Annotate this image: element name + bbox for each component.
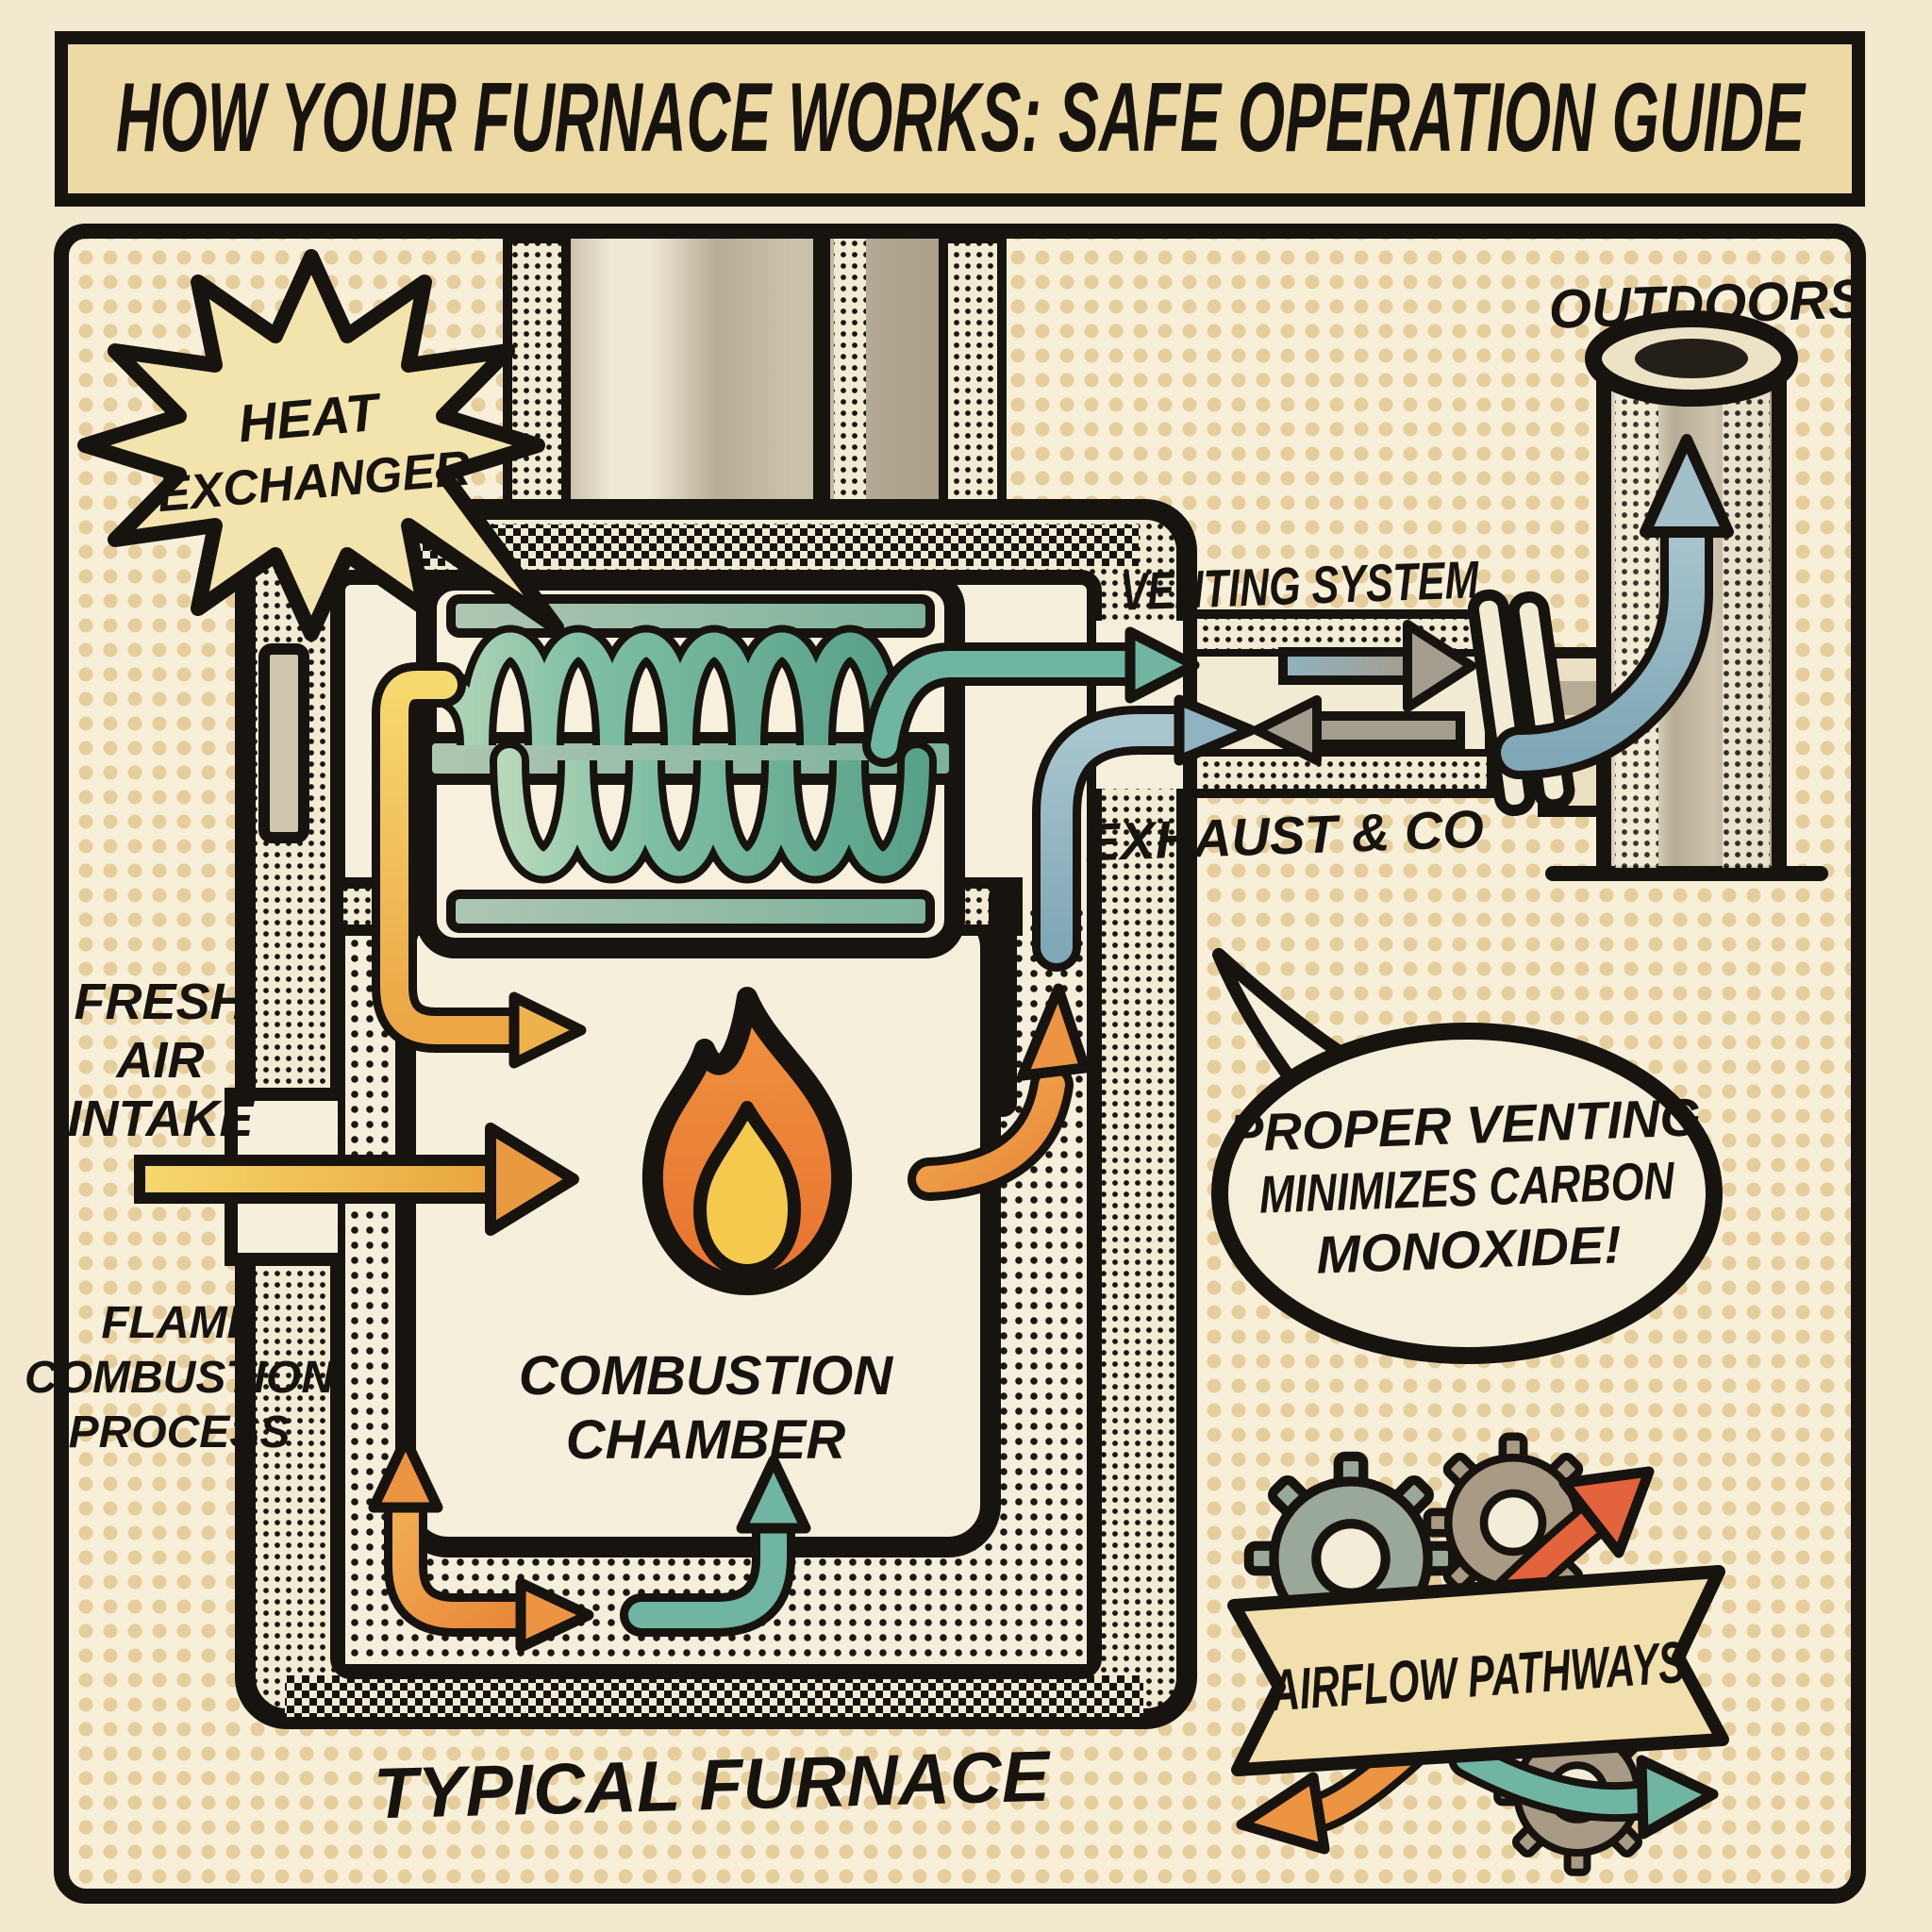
heat-exchanger-callout: HEAT EXCHANGER xyxy=(77,249,564,641)
backdraft-arrow xyxy=(1252,695,1465,765)
hot-gas-up-arrow xyxy=(908,983,1091,1201)
title-banner: HOW YOUR FURNACE WORKS: SAFE OPERATION G… xyxy=(55,31,1865,207)
starburst xyxy=(77,249,564,641)
fresh-air-label-line1: FRESH xyxy=(74,974,247,1030)
heat-exchanger-box xyxy=(407,570,965,958)
airflow-banner: AIRFLOW PATHWAYS xyxy=(1227,1437,1729,1873)
flame-icon xyxy=(641,987,853,1295)
outdoors-label: OUTDOORS xyxy=(1548,268,1866,341)
bubble-line2: MINIMIZES CARBON xyxy=(1258,1150,1676,1224)
supply-pipe-arrow xyxy=(372,662,587,1069)
flame-process-label-line1: FLAME xyxy=(101,1298,258,1348)
flame-process-label-line2: COMBUSTION xyxy=(25,1353,335,1403)
fresh-air-label-line3: INTAKE xyxy=(68,1091,256,1147)
vent-flow-arrow xyxy=(1278,620,1476,712)
combustion-chamber-label-line2: CHAMBER xyxy=(566,1409,846,1471)
venting-duct xyxy=(1174,589,1575,817)
exhaust-co-label: EXHAUST & CO xyxy=(1084,799,1485,873)
venting-system-label: VENTING SYSTEM xyxy=(1119,549,1480,621)
fresh-air-label-line2: AIR xyxy=(115,1032,205,1089)
typical-furnace-label: TYPICAL FURNACE xyxy=(373,1737,1053,1835)
furnace-handle xyxy=(258,643,309,843)
speech-bubble: PROPER VENTING MINIMIZES CARBON MONOXIDE… xyxy=(1211,948,1723,1364)
outdoor-exhaust-arrow xyxy=(1492,434,1734,779)
circulation-arrow-orange xyxy=(368,1434,594,1653)
banner-arrow-right xyxy=(1448,1739,1719,1840)
flame-process-label-line3: PROCESS xyxy=(69,1407,291,1457)
heat-exchanger-label-line1: HEAT xyxy=(236,381,385,453)
page-title: HOW YOUR FURNACE WORKS: SAFE OPERATION G… xyxy=(116,63,1807,173)
bubble-line3: MONOXIDE! xyxy=(1315,1214,1623,1284)
combustion-chamber-label-line1: COMBUSTION xyxy=(519,1345,893,1407)
heated-air-arrow xyxy=(862,626,1200,767)
diagram-labels: OUTDOORS VENTING SYSTEM EXHAUST & CO FRE… xyxy=(25,268,1866,1834)
exhaust-channel-wall xyxy=(989,883,1017,1117)
banner-ribbon xyxy=(1227,1565,1729,1776)
exhaust-pipe-arrow xyxy=(1032,694,1257,972)
supply-duct xyxy=(503,234,1007,555)
heat-exchanger-coil xyxy=(407,625,937,884)
furnace-interior xyxy=(134,570,1476,1664)
circulation-arrow-teal xyxy=(620,1455,811,1637)
fresh-air-arrow xyxy=(134,1123,579,1236)
